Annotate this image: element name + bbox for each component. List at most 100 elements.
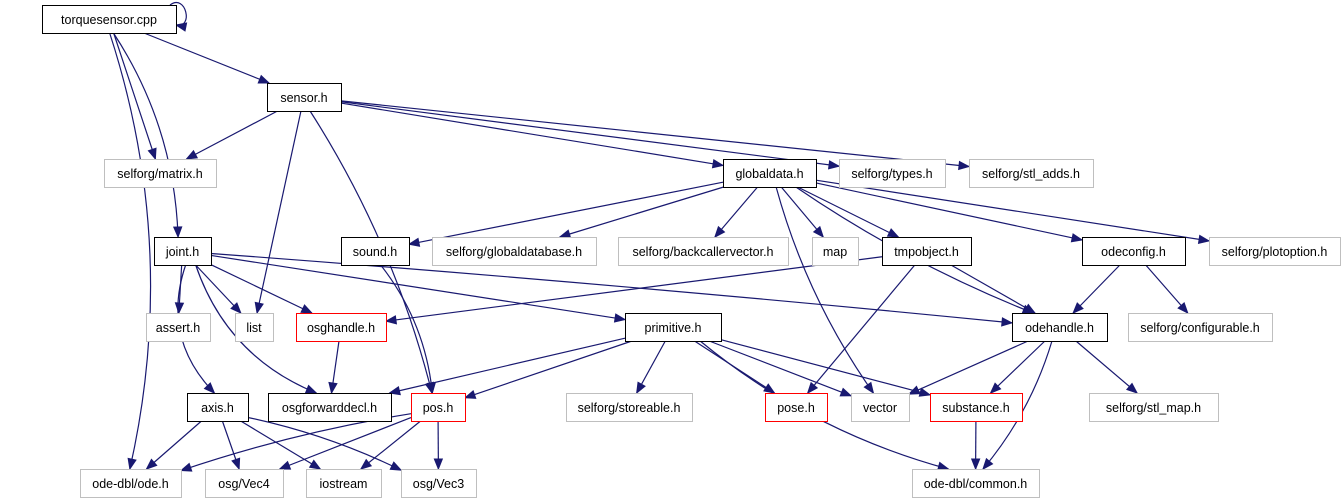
node-box-pose <box>765 393 828 422</box>
node-vector: vector <box>851 393 910 422</box>
node-common: ode-dbl/common.h <box>912 469 1040 498</box>
node-sensor[interactable]: sensor.h <box>267 83 342 112</box>
edge-substance-to-common <box>970 420 981 471</box>
node-box-stl_map <box>1089 393 1219 422</box>
edge-pos-to-vec4 <box>278 417 412 470</box>
edge-tmpobject-to-pose <box>806 264 916 395</box>
node-axis[interactable]: axis.h <box>187 393 249 422</box>
node-primitive[interactable]: primitive.h <box>625 313 722 342</box>
edge-odehandle-to-common <box>982 340 1053 471</box>
node-box-sound <box>341 237 410 266</box>
edge-globaldata-to-vector <box>775 186 875 395</box>
edge-globaldata-to-plotoption <box>815 179 1211 244</box>
node-globaldatabase: selforg/globaldatabase.h <box>432 237 597 266</box>
node-label-ode: ode-dbl/ode.h <box>92 477 169 491</box>
node-box-globaldata <box>723 159 817 188</box>
edge-odehandle-to-vector <box>907 340 1029 395</box>
node-odehandle[interactable]: odehandle.h <box>1012 313 1108 342</box>
edge-torquesensor-to-matrix <box>113 32 157 161</box>
node-label-plotoption: selforg/plotoption.h <box>1222 245 1328 259</box>
edge-primitive-to-vector <box>709 340 853 397</box>
node-box-list <box>235 313 274 342</box>
node-box-odeconfig <box>1082 237 1186 266</box>
node-box-globaldatabase <box>432 237 597 266</box>
edge-globaldata-to-odeconfig <box>815 182 1084 243</box>
node-box-iostream <box>306 469 382 498</box>
node-box-ode <box>80 469 182 498</box>
node-box-assert <box>146 313 211 342</box>
node-box-common <box>912 469 1040 498</box>
node-box-backcaller <box>618 237 789 266</box>
node-box-configurable <box>1128 313 1273 342</box>
edge-joint-to-list <box>195 264 242 314</box>
node-label-vec3: osg/Vec3 <box>413 477 464 491</box>
node-box-pos <box>411 393 466 422</box>
node-label-tmpobject: tmpobject.h <box>894 245 959 259</box>
node-pose[interactable]: pose.h <box>765 393 828 422</box>
edge-sensor-to-stl_adds <box>340 100 971 171</box>
node-box-storeable <box>566 393 693 422</box>
node-label-odeconfig: odeconfig.h <box>1101 245 1166 259</box>
edge-axis-to-iostream <box>240 420 322 470</box>
node-osgforward[interactable]: osgforwarddecl.h <box>268 393 392 422</box>
node-pos[interactable]: pos.h <box>411 393 466 422</box>
node-box-odehandle <box>1012 313 1108 342</box>
node-label-pos: pos.h <box>423 401 454 415</box>
node-label-configurable: selforg/configurable.h <box>1140 321 1260 335</box>
edge-axis-to-ode <box>145 420 202 470</box>
edge-sensor-to-globaldata <box>340 102 725 169</box>
node-box-types <box>839 159 946 188</box>
edge-torquesensor-to-torquesensor <box>169 2 188 32</box>
node-box-vec4 <box>205 469 284 498</box>
node-label-backcaller: selforg/backcallervector.h <box>632 245 773 259</box>
edge-globaldata-to-tmpobject <box>797 186 900 238</box>
node-assert: assert.h <box>146 313 211 342</box>
node-label-matrix: selforg/matrix.h <box>117 167 202 181</box>
node-globaldata[interactable]: globaldata.h <box>723 159 817 188</box>
node-label-sound: sound.h <box>353 245 398 259</box>
node-box-joint <box>154 237 212 266</box>
edge-joint-to-odehandle <box>210 252 1014 327</box>
node-substance[interactable]: substance.h <box>930 393 1023 422</box>
node-label-joint: joint.h <box>165 245 199 259</box>
node-box-sensor <box>267 83 342 112</box>
edge-torquesensor-to-ode <box>109 32 152 471</box>
edge-torquesensor-to-sensor <box>143 32 271 84</box>
node-box-osgforward <box>268 393 392 422</box>
node-label-pose: pose.h <box>777 401 815 415</box>
node-odeconfig[interactable]: odeconfig.h <box>1082 237 1186 266</box>
node-box-tmpobject <box>882 237 972 266</box>
node-label-substance: substance.h <box>942 401 1009 415</box>
node-tmpobject[interactable]: tmpobject.h <box>882 237 972 266</box>
node-label-axis: axis.h <box>201 401 234 415</box>
node-plotoption: selforg/plotoption.h <box>1209 237 1341 266</box>
node-box-torquesensor <box>42 5 177 34</box>
node-sound[interactable]: sound.h <box>341 237 410 266</box>
edge-joint-to-osgforward <box>195 264 318 394</box>
edge-globaldata-to-globaldatabase <box>558 186 724 239</box>
node-vec3: osg/Vec3 <box>401 469 477 498</box>
node-label-storeable: selforg/storeable.h <box>578 401 681 415</box>
node-joint[interactable]: joint.h <box>154 237 212 266</box>
node-torquesensor[interactable]: torquesensor.cpp <box>42 5 177 34</box>
node-vec4: osg/Vec4 <box>205 469 284 498</box>
node-map: map <box>812 237 859 266</box>
edge-globaldata-to-backcaller <box>714 186 759 239</box>
node-box-primitive <box>625 313 722 342</box>
edge-sensor-to-types <box>340 101 841 170</box>
node-types: selforg/types.h <box>839 159 946 188</box>
node-label-types: selforg/types.h <box>851 167 932 181</box>
node-box-matrix <box>104 159 217 188</box>
node-box-vec3 <box>401 469 477 498</box>
node-box-plotoption <box>1209 237 1341 266</box>
node-label-assert: assert.h <box>156 321 201 335</box>
edge-tmpobject-to-osghandle <box>384 256 883 325</box>
node-label-stl_map: selforg/stl_map.h <box>1106 401 1201 415</box>
node-osghandle[interactable]: osghandle.h <box>296 313 387 342</box>
edge-tmpobject-to-odehandle <box>950 264 1037 314</box>
edge-odehandle-to-stl_map <box>1075 340 1139 394</box>
node-label-osgforward: osgforwarddecl.h <box>282 401 377 415</box>
node-configurable: selforg/configurable.h <box>1128 313 1273 342</box>
edge-odehandle-to-substance <box>989 340 1046 394</box>
